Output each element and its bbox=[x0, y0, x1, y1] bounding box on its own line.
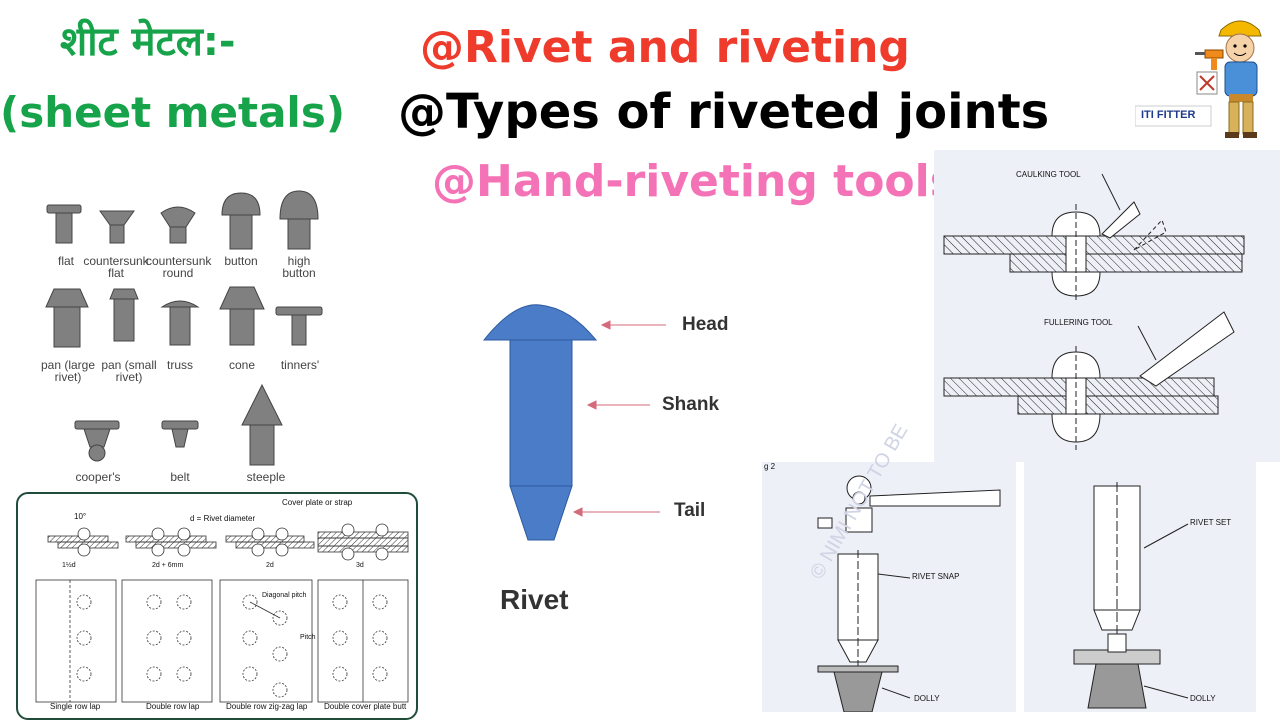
label-zigzag-lap: Double row zig-zag lap bbox=[226, 702, 308, 711]
label-single-row-lap: Single row lap bbox=[50, 702, 101, 711]
label-belt: belt bbox=[170, 470, 190, 484]
rivet-cone-shape bbox=[219, 286, 265, 346]
label-cone: cone bbox=[228, 358, 256, 372]
label-pitch: Pitch bbox=[300, 634, 316, 641]
label-shank: Shank bbox=[662, 394, 720, 415]
rivet-coopers-shape bbox=[74, 420, 120, 462]
title-rivet-riveting: @Rivet and riveting bbox=[420, 22, 910, 73]
label-rivet-snap: RIVET SNAP bbox=[912, 572, 960, 581]
label-high-button: high button bbox=[282, 254, 316, 280]
title-riveted-joints: @Types of riveted joints bbox=[398, 84, 1050, 140]
rivet-countersunk-flat-shape bbox=[99, 210, 135, 244]
label-flat: flat bbox=[57, 254, 74, 268]
rivet-parts-diagram: Head Shank Tail Rivet bbox=[470, 300, 760, 630]
label-double-row-lap: Double row lap bbox=[146, 702, 200, 711]
rivet-countersunk-round-shape bbox=[160, 206, 196, 244]
caulking-fullering-panel: CAULKING TOOL FULLERING TOOL bbox=[934, 150, 1280, 462]
rivet-high-button-shape bbox=[279, 190, 319, 250]
label-countersunk-flat: countersunk flat bbox=[83, 254, 149, 280]
label-angle: 10° bbox=[74, 512, 87, 521]
label-cover-plate: Cover plate or strap bbox=[282, 498, 353, 507]
label-d-note: d = Rivet diameter bbox=[190, 514, 256, 523]
rivet-flat-shape bbox=[46, 204, 82, 244]
rivet-belt-shape bbox=[161, 420, 199, 448]
iti-fitter-logo: ITI FITTER bbox=[1134, 10, 1280, 140]
label-dolly-left: DOLLY bbox=[914, 694, 940, 703]
label-countersunk-round: countersunk round bbox=[146, 254, 212, 280]
english-subtitle: (sheet metals) bbox=[0, 88, 346, 137]
label-fig: g 2 bbox=[764, 462, 776, 471]
label-diagonal-pitch: Diagonal pitch bbox=[262, 592, 307, 599]
label-rivet-set: RIVET SET bbox=[1190, 518, 1232, 527]
label-head: Head bbox=[682, 314, 729, 335]
dim-zigzag: 2d bbox=[266, 562, 274, 569]
label-coopers: cooper's bbox=[75, 470, 121, 484]
rivet-truss-shape bbox=[160, 300, 200, 346]
rivet-types-chart: flat countersunk flat countersunk round … bbox=[20, 185, 340, 495]
label-pan-large: pan (large rivet) bbox=[40, 358, 96, 384]
label-double-cover-butt: Double cover plate butt bbox=[324, 702, 407, 711]
label-fullering-tool: FULLERING TOOL bbox=[1044, 318, 1113, 327]
title-hand-riveting-tools: @Hand-riveting tools bbox=[432, 156, 956, 207]
rivet-button-shape bbox=[221, 192, 261, 250]
label-steeple: steeple bbox=[246, 470, 286, 484]
dim-butt: 3d bbox=[356, 562, 364, 569]
label-dolly-right: DOLLY bbox=[1190, 694, 1216, 703]
label-button: button bbox=[224, 254, 258, 268]
label-caulking-tool: CAULKING TOOL bbox=[1016, 170, 1081, 179]
hindi-title: शीट मेटल:- bbox=[60, 19, 236, 65]
rivet-snap-panel: g 2 © NIMI NOT TO BE RIVET SNAP DOLLY bbox=[762, 421, 1016, 713]
rivet-pan-large-shape bbox=[45, 288, 89, 348]
rivet-set-panel: RIVET SET DOLLY bbox=[1024, 462, 1256, 712]
label-pan-small: pan (small rivet) bbox=[101, 358, 157, 384]
label-rivet-title: Rivet bbox=[500, 584, 569, 615]
label-truss: truss bbox=[166, 358, 193, 372]
rivet-steeple-shape bbox=[241, 383, 283, 466]
rivet-pan-small-shape bbox=[109, 288, 139, 342]
rivet-tinners-shape bbox=[275, 306, 323, 346]
label-tinners: tinners' bbox=[280, 358, 320, 372]
label-tail: Tail bbox=[674, 500, 706, 521]
logo-text: ITI FITTER bbox=[1141, 109, 1196, 121]
riveted-joints-box: 10° d = Rivet diameter Cover plate or st… bbox=[16, 492, 418, 720]
dim-double: 2d + 6mm bbox=[152, 562, 184, 569]
dim-single: 1½d bbox=[62, 562, 76, 569]
